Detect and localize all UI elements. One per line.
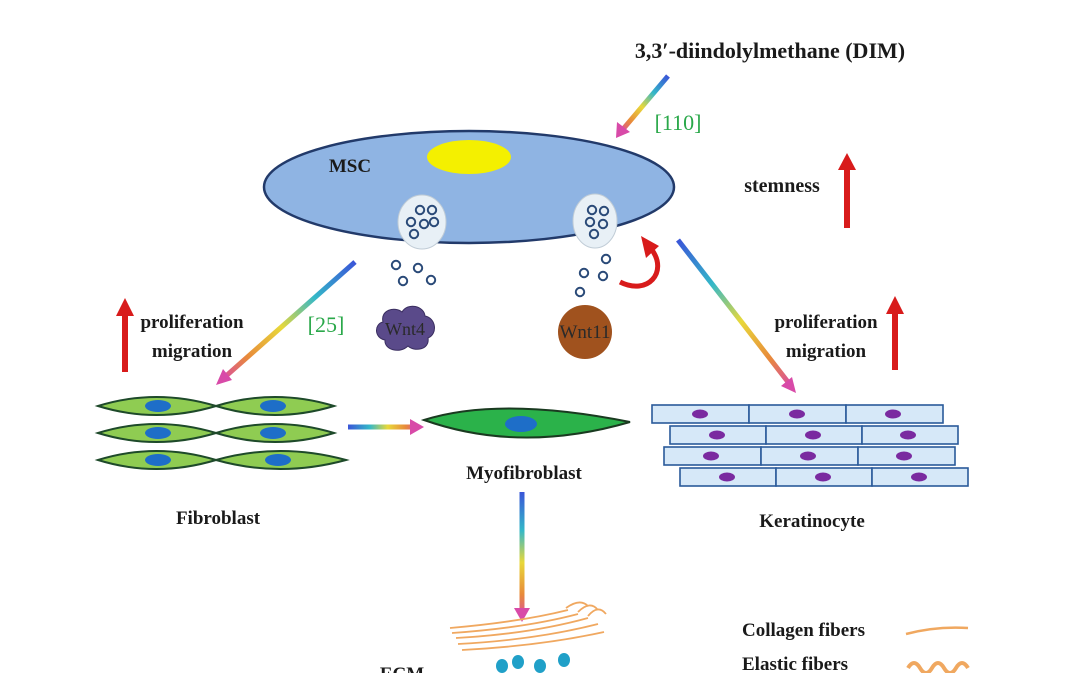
right-migration-label: migration [786, 341, 867, 362]
wnt11-molecule [558, 305, 612, 359]
dim-arrow [616, 74, 670, 138]
msc-to-keratinocyte-arrow [676, 238, 796, 393]
wnt11-feedback-arrow [618, 236, 661, 289]
ref-110: [110] [655, 110, 702, 135]
keratinocyte-label: Keratinocyte [759, 511, 865, 532]
myofibroblast-label: Myofibroblast [466, 463, 582, 484]
legend-collagen-label: Collagen fibers [742, 620, 865, 641]
msc-nucleus [427, 140, 511, 174]
stemness-up-arrow [838, 153, 856, 228]
ecm-fibers [449, 601, 607, 651]
ecm-particles [496, 653, 570, 673]
msc-label: MSC [329, 156, 371, 177]
legend-elastic-swatch [906, 661, 970, 673]
legend-collagen-swatch [905, 626, 969, 636]
released-exosomes-left [390, 259, 437, 287]
released-exosomes-right [574, 253, 612, 298]
ref-25: [25] [308, 312, 345, 337]
dim-label: 3,3′-diindolylmethane (DIM) [635, 38, 905, 63]
fibroblast-label: Fibroblast [176, 508, 261, 529]
exosome-vesicle-right [572, 193, 618, 249]
myofibroblast-to-ecm-arrow [514, 492, 530, 622]
right-proliferation-label: proliferation [774, 312, 878, 333]
fibroblast-to-myofibroblast-arrow [348, 419, 424, 435]
wnt11-label: Wnt11 [559, 322, 610, 343]
msc-to-fibroblast-arrow [216, 260, 357, 385]
legend-elastic-label: Elastic fibers [742, 654, 848, 673]
wnt4-label: Wnt4 [385, 319, 425, 339]
wnt4-molecule [376, 305, 435, 351]
ecm-label: ECM [380, 664, 424, 673]
exosome-vesicle-left [397, 194, 447, 250]
left-proliferation-label: proliferation [140, 312, 244, 333]
left-migration-label: migration [152, 341, 233, 362]
stemness-label: stemness [744, 175, 820, 197]
keratinocyte-layer [651, 404, 969, 487]
fibroblast-up-arrow [116, 298, 134, 372]
msc-cell [262, 129, 676, 245]
fibroblast-cells [94, 396, 350, 470]
myofibroblast-cell [420, 407, 631, 439]
keratinocyte-up-arrow [886, 296, 904, 370]
